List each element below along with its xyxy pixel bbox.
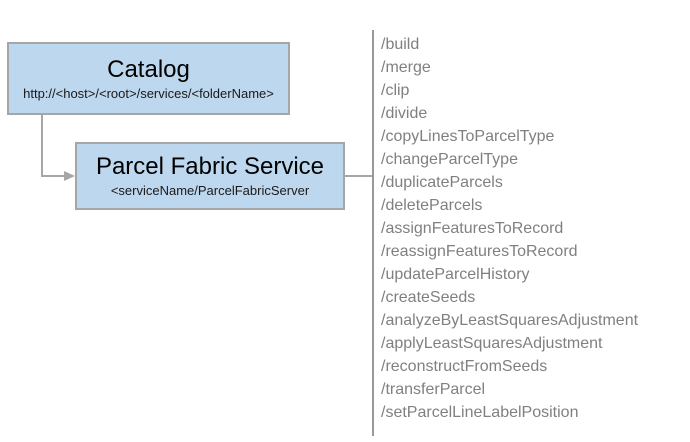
parcel-fabric-service-box: Parcel Fabric Service <serviceName/Parce… xyxy=(75,142,345,210)
service-connector-line xyxy=(345,175,372,177)
endpoint-item: /updateParcelHistory xyxy=(381,266,530,283)
endpoint-item: /duplicateParcels xyxy=(381,174,503,191)
catalog-connector-horizontal-line xyxy=(41,175,65,177)
endpoint-item: /applyLeastSquaresAdjustment xyxy=(381,335,603,352)
endpoint-item: /analyzeByLeastSquaresAdjustment xyxy=(381,312,639,329)
endpoint-item: /build xyxy=(381,36,420,53)
endpoints-vertical-rule xyxy=(372,30,374,436)
endpoint-item: /copyLinesToParcelType xyxy=(381,128,555,145)
endpoint-item: /divide xyxy=(381,105,428,122)
endpoint-item: /merge xyxy=(381,59,431,76)
endpoint-list: /build /merge /clip /divide /copyLinesTo… xyxy=(381,33,638,424)
endpoint-item: /assignFeaturesToRecord xyxy=(381,220,564,237)
endpoint-item: /deleteParcels xyxy=(381,197,483,214)
service-url-template: <serviceName/ParcelFabricServer xyxy=(110,183,310,198)
endpoint-item: /createSeeds xyxy=(381,289,476,306)
endpoint-item: /changeParcelType xyxy=(381,151,518,168)
catalog-url-template: http://<host>/<root>/services/<folderNam… xyxy=(23,85,274,101)
endpoint-item: /reassignFeaturesToRecord xyxy=(381,243,578,260)
arrowhead-icon xyxy=(64,171,75,181)
catalog-connector-vertical-line xyxy=(41,115,43,177)
service-title: Parcel Fabric Service xyxy=(95,153,325,180)
catalog-title: Catalog xyxy=(107,55,190,83)
catalog-box: Catalog http://<host>/<root>/services/<f… xyxy=(7,42,290,115)
endpoint-item: /clip xyxy=(381,82,410,99)
endpoint-item: /reconstructFromSeeds xyxy=(381,358,548,375)
endpoint-item: /transferParcel xyxy=(381,381,486,398)
endpoint-item: /setParcelLineLabelPosition xyxy=(381,404,579,421)
